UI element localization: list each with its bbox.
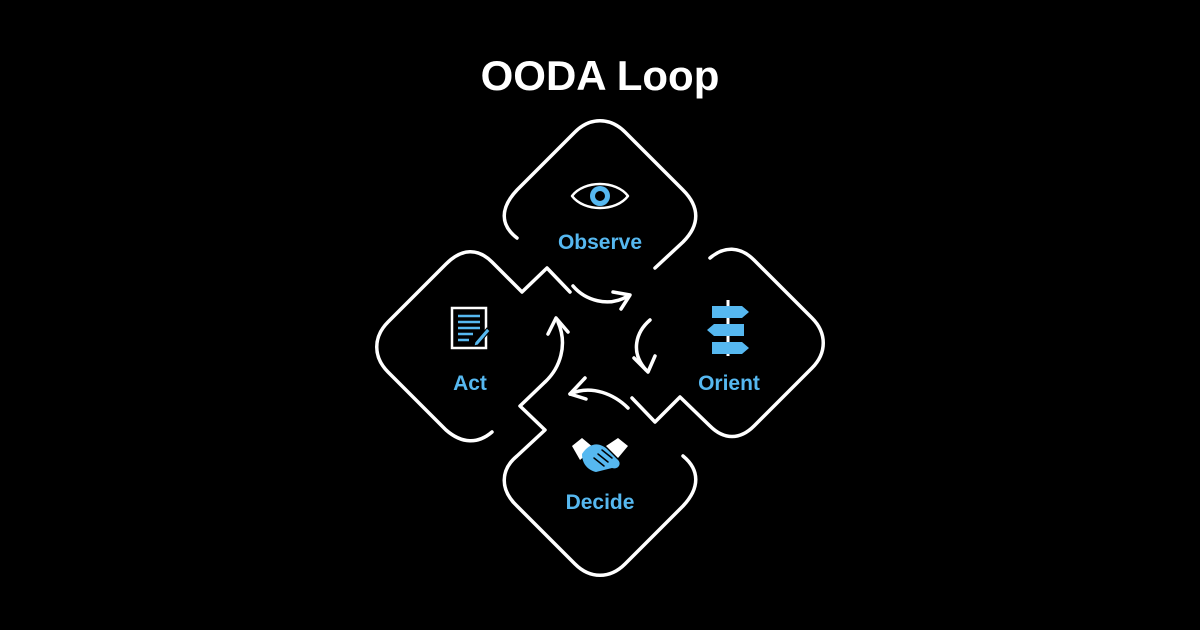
signpost-icon bbox=[707, 300, 749, 356]
stage-label-observe: Observe bbox=[558, 231, 642, 254]
stage-label-decide: Decide bbox=[566, 491, 635, 514]
observe-node-outline bbox=[502, 119, 698, 270]
document-pen-icon bbox=[450, 306, 491, 350]
arrow-orient-to-decide bbox=[632, 318, 657, 374]
orient-node-outline bbox=[630, 247, 825, 439]
stage-label-act: Act bbox=[453, 372, 487, 395]
eye-icon bbox=[570, 182, 630, 210]
decide-node-outline bbox=[502, 380, 698, 577]
arrow-observe-to-orient bbox=[571, 284, 632, 311]
act-node-outline bbox=[375, 250, 572, 443]
arrow-decide-to-act bbox=[568, 376, 630, 410]
arrow-act-to-observe bbox=[543, 316, 570, 384]
page-title: OODA Loop bbox=[480, 52, 720, 99]
stage-label-orient: Orient bbox=[698, 372, 760, 395]
handshake-icon bbox=[572, 438, 628, 472]
